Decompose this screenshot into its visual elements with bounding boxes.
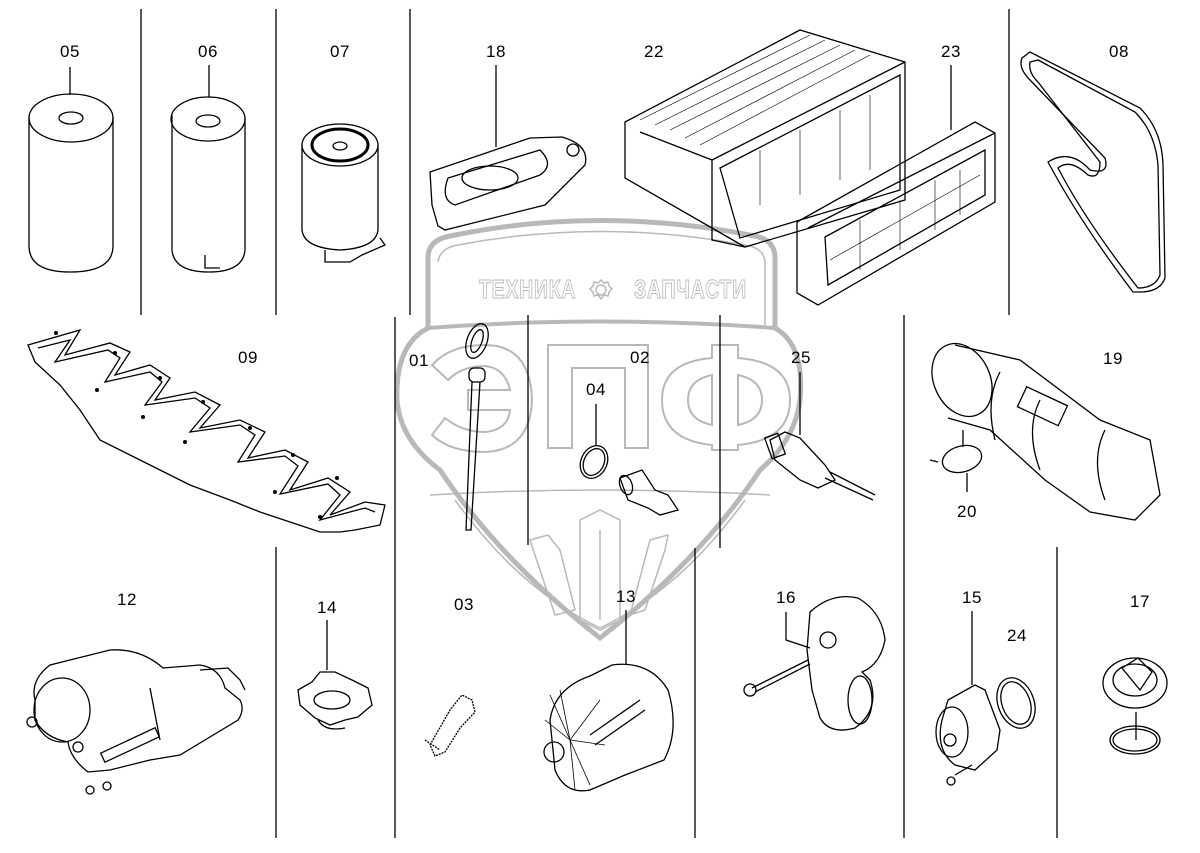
callout-07[interactable]: 07 [330, 42, 350, 61]
part-06-fuel-filter[interactable] [170, 65, 246, 273]
callout-03[interactable]: 03 [454, 595, 474, 614]
part-02-sensor-plug[interactable] [617, 469, 680, 516]
watermark-letter-e [430, 343, 534, 454]
part-05-oil-filter[interactable] [28, 67, 114, 273]
callout-16[interactable]: 16 [776, 588, 796, 607]
callout-23[interactable]: 23 [941, 42, 961, 61]
part-04-o-ring[interactable] [575, 404, 613, 483]
part-08-drive-belt[interactable] [1020, 51, 1166, 293]
watermark [394, 218, 804, 642]
callout-19[interactable]: 19 [1103, 349, 1123, 368]
part-17-thermostat[interactable] [1102, 657, 1168, 755]
callout-04[interactable]: 04 [586, 380, 606, 399]
part-01-dipstick[interactable] [461, 321, 492, 531]
watermark-brand-right: ЗАПЧАСТИ [634, 274, 747, 305]
watermark-letter-p [547, 344, 649, 449]
callout-09[interactable]: 09 [238, 348, 258, 367]
watermark-stacks [529, 509, 669, 631]
part-22-air-filter[interactable] [624, 29, 906, 248]
gear-icon [588, 278, 614, 301]
callout-15[interactable]: 15 [962, 588, 982, 607]
part-12-starter-motor[interactable] [26, 649, 246, 795]
callout-20[interactable]: 20 [957, 502, 977, 521]
part-25-temp-sensor[interactable] [763, 372, 876, 501]
callout-18[interactable]: 18 [486, 42, 506, 61]
part-15-water-pump[interactable] [935, 611, 1001, 786]
callout-01[interactable]: 01 [409, 351, 429, 370]
callout-17[interactable]: 17 [1130, 592, 1150, 611]
watermark-banner [427, 319, 776, 330]
callout-06[interactable]: 06 [198, 42, 218, 61]
callout-08[interactable]: 08 [1109, 42, 1129, 61]
part-03-pressure-switch[interactable] [424, 694, 476, 757]
part-07-fuel-prefilter[interactable] [301, 123, 386, 263]
callout-13[interactable]: 13 [616, 587, 636, 606]
callout-22[interactable]: 22 [644, 42, 664, 61]
part-20-hose-clamp[interactable] [929, 430, 985, 492]
part-09-valve-gasket[interactable] [27, 328, 386, 533]
part-19-air-cleaner[interactable] [921, 334, 1161, 521]
callout-02[interactable]: 02 [630, 348, 650, 367]
watermark-shield [394, 218, 804, 642]
callout-12[interactable]: 12 [117, 590, 137, 609]
part-23-cabin-filter[interactable] [796, 65, 996, 306]
part-18-filter-kit[interactable] [429, 65, 587, 231]
part-16-belt-tensioner[interactable] [743, 595, 886, 731]
part-14-filler-cap[interactable] [297, 620, 373, 730]
callout-24[interactable]: 24 [1007, 626, 1027, 645]
part-13-alternator[interactable] [543, 610, 674, 792]
part-24-water-pump-gasket[interactable] [990, 672, 1042, 733]
divider-lines [140, 9, 1058, 838]
callout-05[interactable]: 05 [60, 42, 80, 61]
watermark-letter-f [660, 344, 792, 451]
watermark-brand-left: ТЕХНИКА [479, 274, 577, 305]
callout-25[interactable]: 25 [791, 348, 811, 367]
callout-14[interactable]: 14 [317, 598, 337, 617]
